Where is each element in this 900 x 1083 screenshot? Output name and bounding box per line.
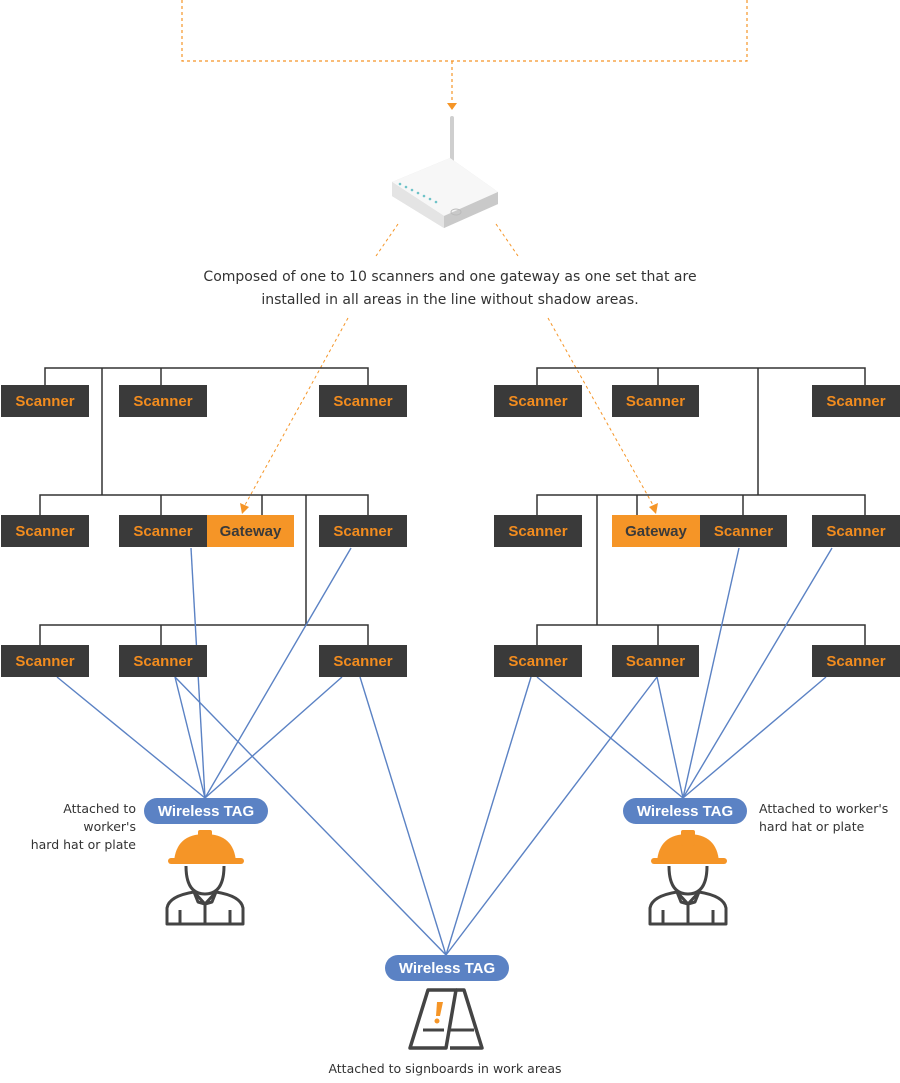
scanner-box: Scanner bbox=[494, 645, 582, 677]
scanner-label: Scanner bbox=[625, 652, 686, 670]
scanner-box: Scanner bbox=[319, 385, 407, 417]
scanner-label: Scanner bbox=[508, 522, 568, 540]
note-right-line-2: hard hat or plate bbox=[759, 819, 865, 834]
router-icon bbox=[392, 116, 498, 228]
scanner-label: Scanner bbox=[826, 392, 886, 410]
scanner-box: Scanner bbox=[812, 645, 900, 677]
wireless-tag-label: Wireless TAG bbox=[157, 802, 255, 820]
scanner-label: Scanner bbox=[15, 522, 75, 540]
scanner-label: Scanner bbox=[133, 522, 193, 540]
scanner-label: Scanner bbox=[508, 392, 568, 410]
note-bottom: Attached to signboards in work areas bbox=[300, 1060, 590, 1078]
scanner-box: Scanner bbox=[119, 385, 207, 417]
scanner-box: Scanner bbox=[119, 645, 207, 677]
scanner-box: Scanner bbox=[612, 645, 699, 677]
note-right-line-1: Attached to worker's bbox=[759, 801, 889, 816]
note-left-line-1: Attached to worker's bbox=[63, 801, 136, 834]
scanner-box: Scanner bbox=[494, 515, 582, 547]
scanner-label: Scanner bbox=[15, 392, 75, 410]
note-right: Attached to worker's hard hat or plate bbox=[759, 800, 899, 836]
wireless-tag-right: Wireless TAG bbox=[623, 798, 747, 824]
wireless-tag-label: Wireless TAG bbox=[636, 802, 734, 820]
scanner-label: Scanner bbox=[713, 522, 774, 540]
scanner-box: Scanner bbox=[1, 515, 89, 547]
wireless-tag-label: Wireless TAG bbox=[398, 959, 496, 977]
scanner-label: Scanner bbox=[333, 522, 393, 540]
scanner-box: Scanner bbox=[319, 645, 407, 677]
scanner-label: Scanner bbox=[15, 652, 75, 670]
note-bottom-text: Attached to signboards in work areas bbox=[328, 1061, 562, 1076]
signboard-icon bbox=[408, 988, 484, 1050]
scanner-box: Scanner bbox=[319, 515, 407, 547]
scanner-label: Scanner bbox=[508, 652, 568, 670]
scanner-label: Scanner bbox=[625, 392, 686, 410]
scanner-box: Scanner bbox=[494, 385, 582, 417]
worker-icon bbox=[165, 830, 245, 926]
scanner-box: Scanner bbox=[1, 645, 89, 677]
scanner-label: Scanner bbox=[826, 652, 886, 670]
scanner-box: Scanner bbox=[612, 385, 699, 417]
wireless-tag-bottom: Wireless TAG bbox=[385, 955, 509, 981]
scanner-box: Scanner bbox=[1, 385, 89, 417]
gateway-label: Gateway bbox=[625, 522, 687, 540]
scanner-label: Scanner bbox=[133, 392, 193, 410]
network-description: Composed of one to 10 scanners and one g… bbox=[150, 266, 750, 312]
scanner-label: Scanner bbox=[333, 652, 393, 670]
gateway-label: Gateway bbox=[219, 522, 282, 540]
note-left: Attached to worker's hard hat or plate bbox=[8, 800, 136, 854]
scanner-label: Scanner bbox=[826, 522, 886, 540]
caption-line-2: installed in all areas in the line witho… bbox=[261, 292, 639, 308]
gateway-box: Gateway bbox=[207, 515, 294, 547]
caption-line-1: Composed of one to 10 scanners and one g… bbox=[203, 269, 697, 285]
scanner-label: Scanner bbox=[333, 392, 393, 410]
scanner-label: Scanner bbox=[133, 652, 193, 670]
scanner-box: Scanner bbox=[812, 515, 900, 547]
gateway-box: Gateway bbox=[612, 515, 700, 547]
scanner-box: Scanner bbox=[119, 515, 207, 547]
scanner-box: Scanner bbox=[812, 385, 900, 417]
scanner-box: Scanner bbox=[700, 515, 787, 547]
wireless-tag-left: Wireless TAG bbox=[144, 798, 268, 824]
note-left-line-2: hard hat or plate bbox=[30, 837, 136, 852]
worker-icon bbox=[648, 830, 728, 926]
